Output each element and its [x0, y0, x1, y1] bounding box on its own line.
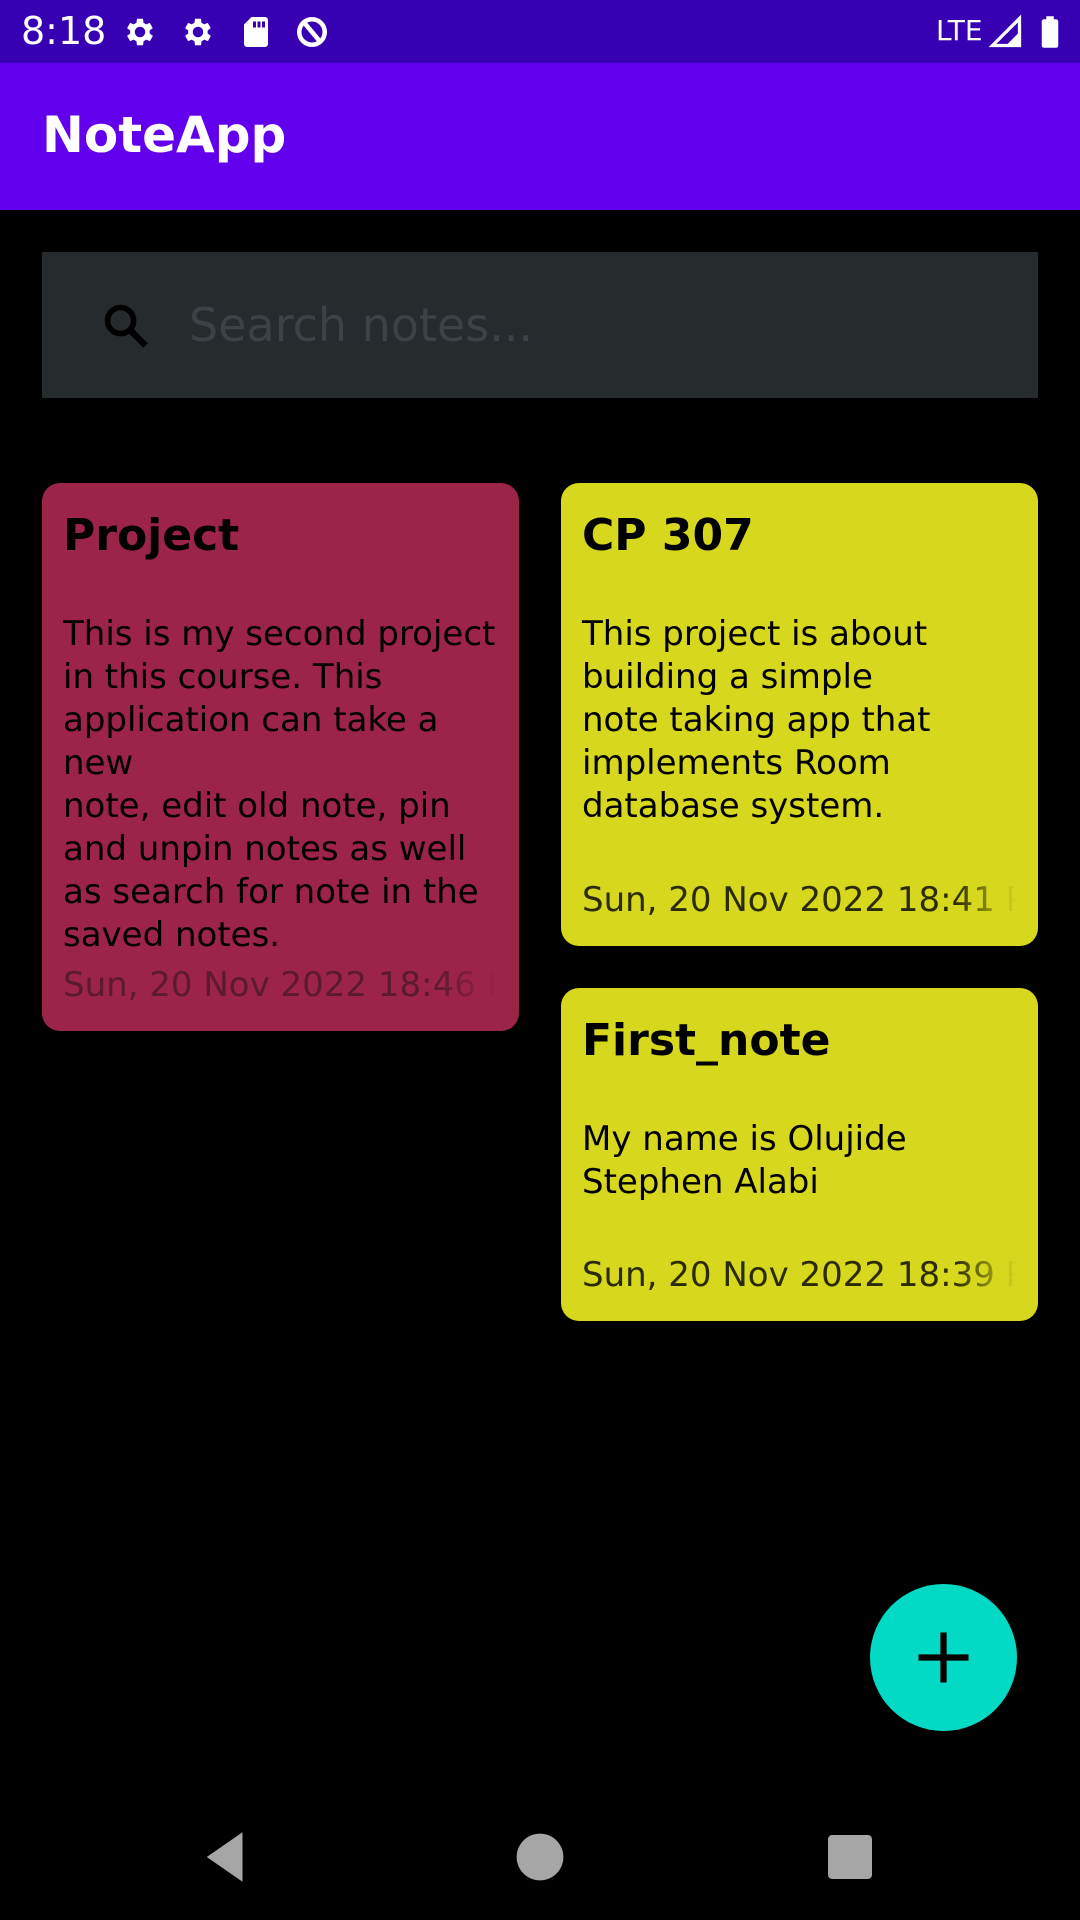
note-body: This project is about building a simple …: [582, 614, 931, 826]
plus-icon: [918, 1632, 969, 1683]
note-body: This is my second project in this course…: [63, 614, 496, 955]
network-type: LTE: [936, 14, 983, 47]
note-date: Sun, 20 Nov 2022 18:46 PM: [63, 965, 497, 1005]
settings-icon: [185, 18, 211, 46]
signal-icon: [988, 14, 1022, 48]
recents-icon[interactable]: [817, 1824, 883, 1890]
data-saver-icon: [297, 17, 327, 47]
note-card-project[interactable]: Project This is my second project in thi…: [42, 483, 519, 1031]
note-card-first-note[interactable]: First_note My name is Olujide Stephen Al…: [561, 988, 1038, 1321]
add-note-button[interactable]: [870, 1584, 1017, 1731]
search-icon: [104, 304, 148, 348]
app-title: NoteApp: [42, 106, 287, 164]
battery-icon: [1041, 16, 1059, 48]
note-card-cp307[interactable]: CP 307 This project is about building a …: [561, 483, 1038, 946]
home-icon[interactable]: [507, 1824, 573, 1890]
sd-card-icon: [244, 17, 268, 47]
note-date: Sun, 20 Nov 2022 18:39 PM: [582, 1255, 1016, 1295]
note-title: Project: [63, 510, 240, 561]
note-date: Sun, 20 Nov 2022 18:41 PM: [582, 880, 1016, 920]
note-title: CP 307: [582, 510, 754, 561]
back-icon[interactable]: [193, 1824, 259, 1890]
status-time: 8:18: [21, 9, 107, 53]
status-bar: 8:18 LTE: [0, 0, 1080, 63]
search-input[interactable]: [189, 292, 1009, 358]
settings-icon: [127, 18, 153, 46]
note-body: My name is Olujide Stephen Alabi: [582, 1119, 907, 1202]
note-title: First_note: [582, 1015, 831, 1066]
app-bar: NoteApp: [0, 63, 1080, 210]
navigation-bar: [0, 1794, 1080, 1920]
